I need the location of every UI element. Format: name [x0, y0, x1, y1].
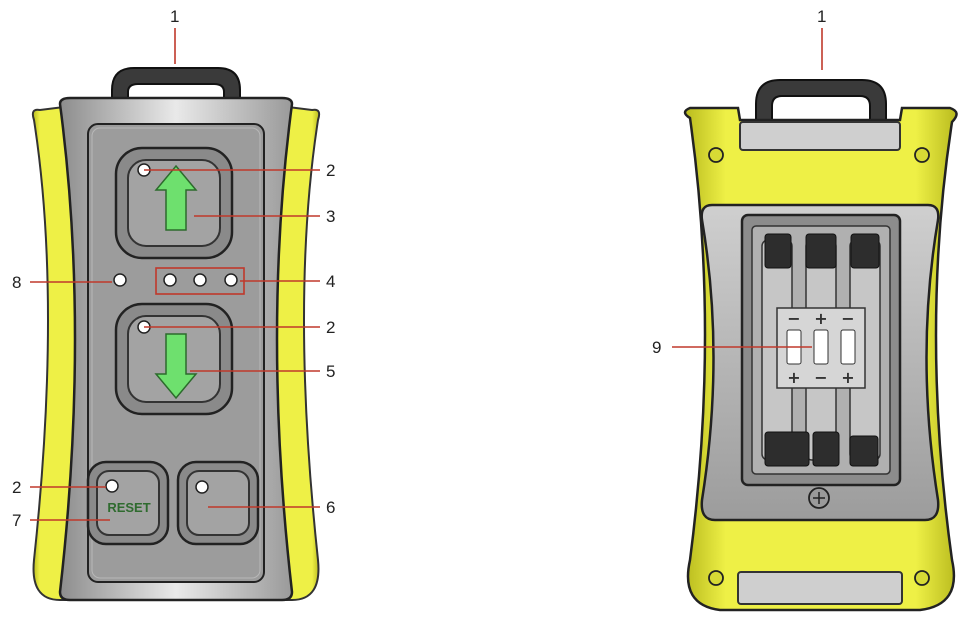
led-row	[163, 273, 238, 287]
back-top-bar	[739, 121, 901, 151]
callout-4: 4	[326, 272, 335, 291]
back-bottom-bar	[737, 571, 903, 605]
callout-2-down: 2	[326, 318, 335, 337]
callout-2-up: 2	[326, 161, 335, 180]
polarity-bottom-3: +	[841, 368, 854, 387]
reset-label: RESET	[107, 500, 150, 515]
callout-leaders	[30, 28, 823, 521]
reset-button[interactable]: RESET	[86, 460, 170, 546]
polarity-label: − + − + − +	[776, 307, 866, 389]
front-view: RESET	[31, 67, 321, 602]
front-right-rail	[271, 103, 321, 601]
polarity-bottom-1: +	[787, 368, 800, 387]
front-left-rail	[31, 103, 81, 601]
polarity-top-2: +	[814, 309, 827, 328]
callout-1-front: 1	[170, 7, 179, 26]
down-button[interactable]	[114, 302, 234, 416]
callout-5: 5	[326, 362, 335, 381]
callout-7: 7	[12, 511, 21, 530]
status-led	[113, 273, 127, 287]
screw-icon	[708, 570, 724, 586]
polarity-bottom-2: −	[814, 368, 827, 387]
callout-1-back: 1	[817, 7, 826, 26]
led-reset	[105, 479, 119, 493]
up-button[interactable]	[114, 146, 234, 260]
screw-icon	[914, 570, 930, 586]
arrow-down-icon	[154, 333, 198, 400]
led-blank	[195, 480, 209, 494]
polarity-top-3: −	[841, 309, 854, 328]
callout-9: 9	[652, 338, 661, 357]
callout-6: 6	[326, 498, 335, 517]
callout-numbers: 1 2 3 4 8 2 5 6 2 7 1 9	[12, 7, 826, 530]
back-view: − + − + − +	[683, 79, 958, 612]
top-clips	[764, 233, 880, 269]
callout-3: 3	[326, 207, 335, 226]
callout-8: 8	[12, 273, 21, 292]
bottom-clips	[764, 431, 879, 467]
arrow-up-icon	[154, 164, 198, 231]
callout-2-reset: 2	[12, 478, 21, 497]
blank-button[interactable]	[176, 460, 260, 546]
screw-icon	[914, 147, 930, 163]
polarity-top-1: −	[787, 309, 800, 328]
screw-icon	[708, 147, 724, 163]
